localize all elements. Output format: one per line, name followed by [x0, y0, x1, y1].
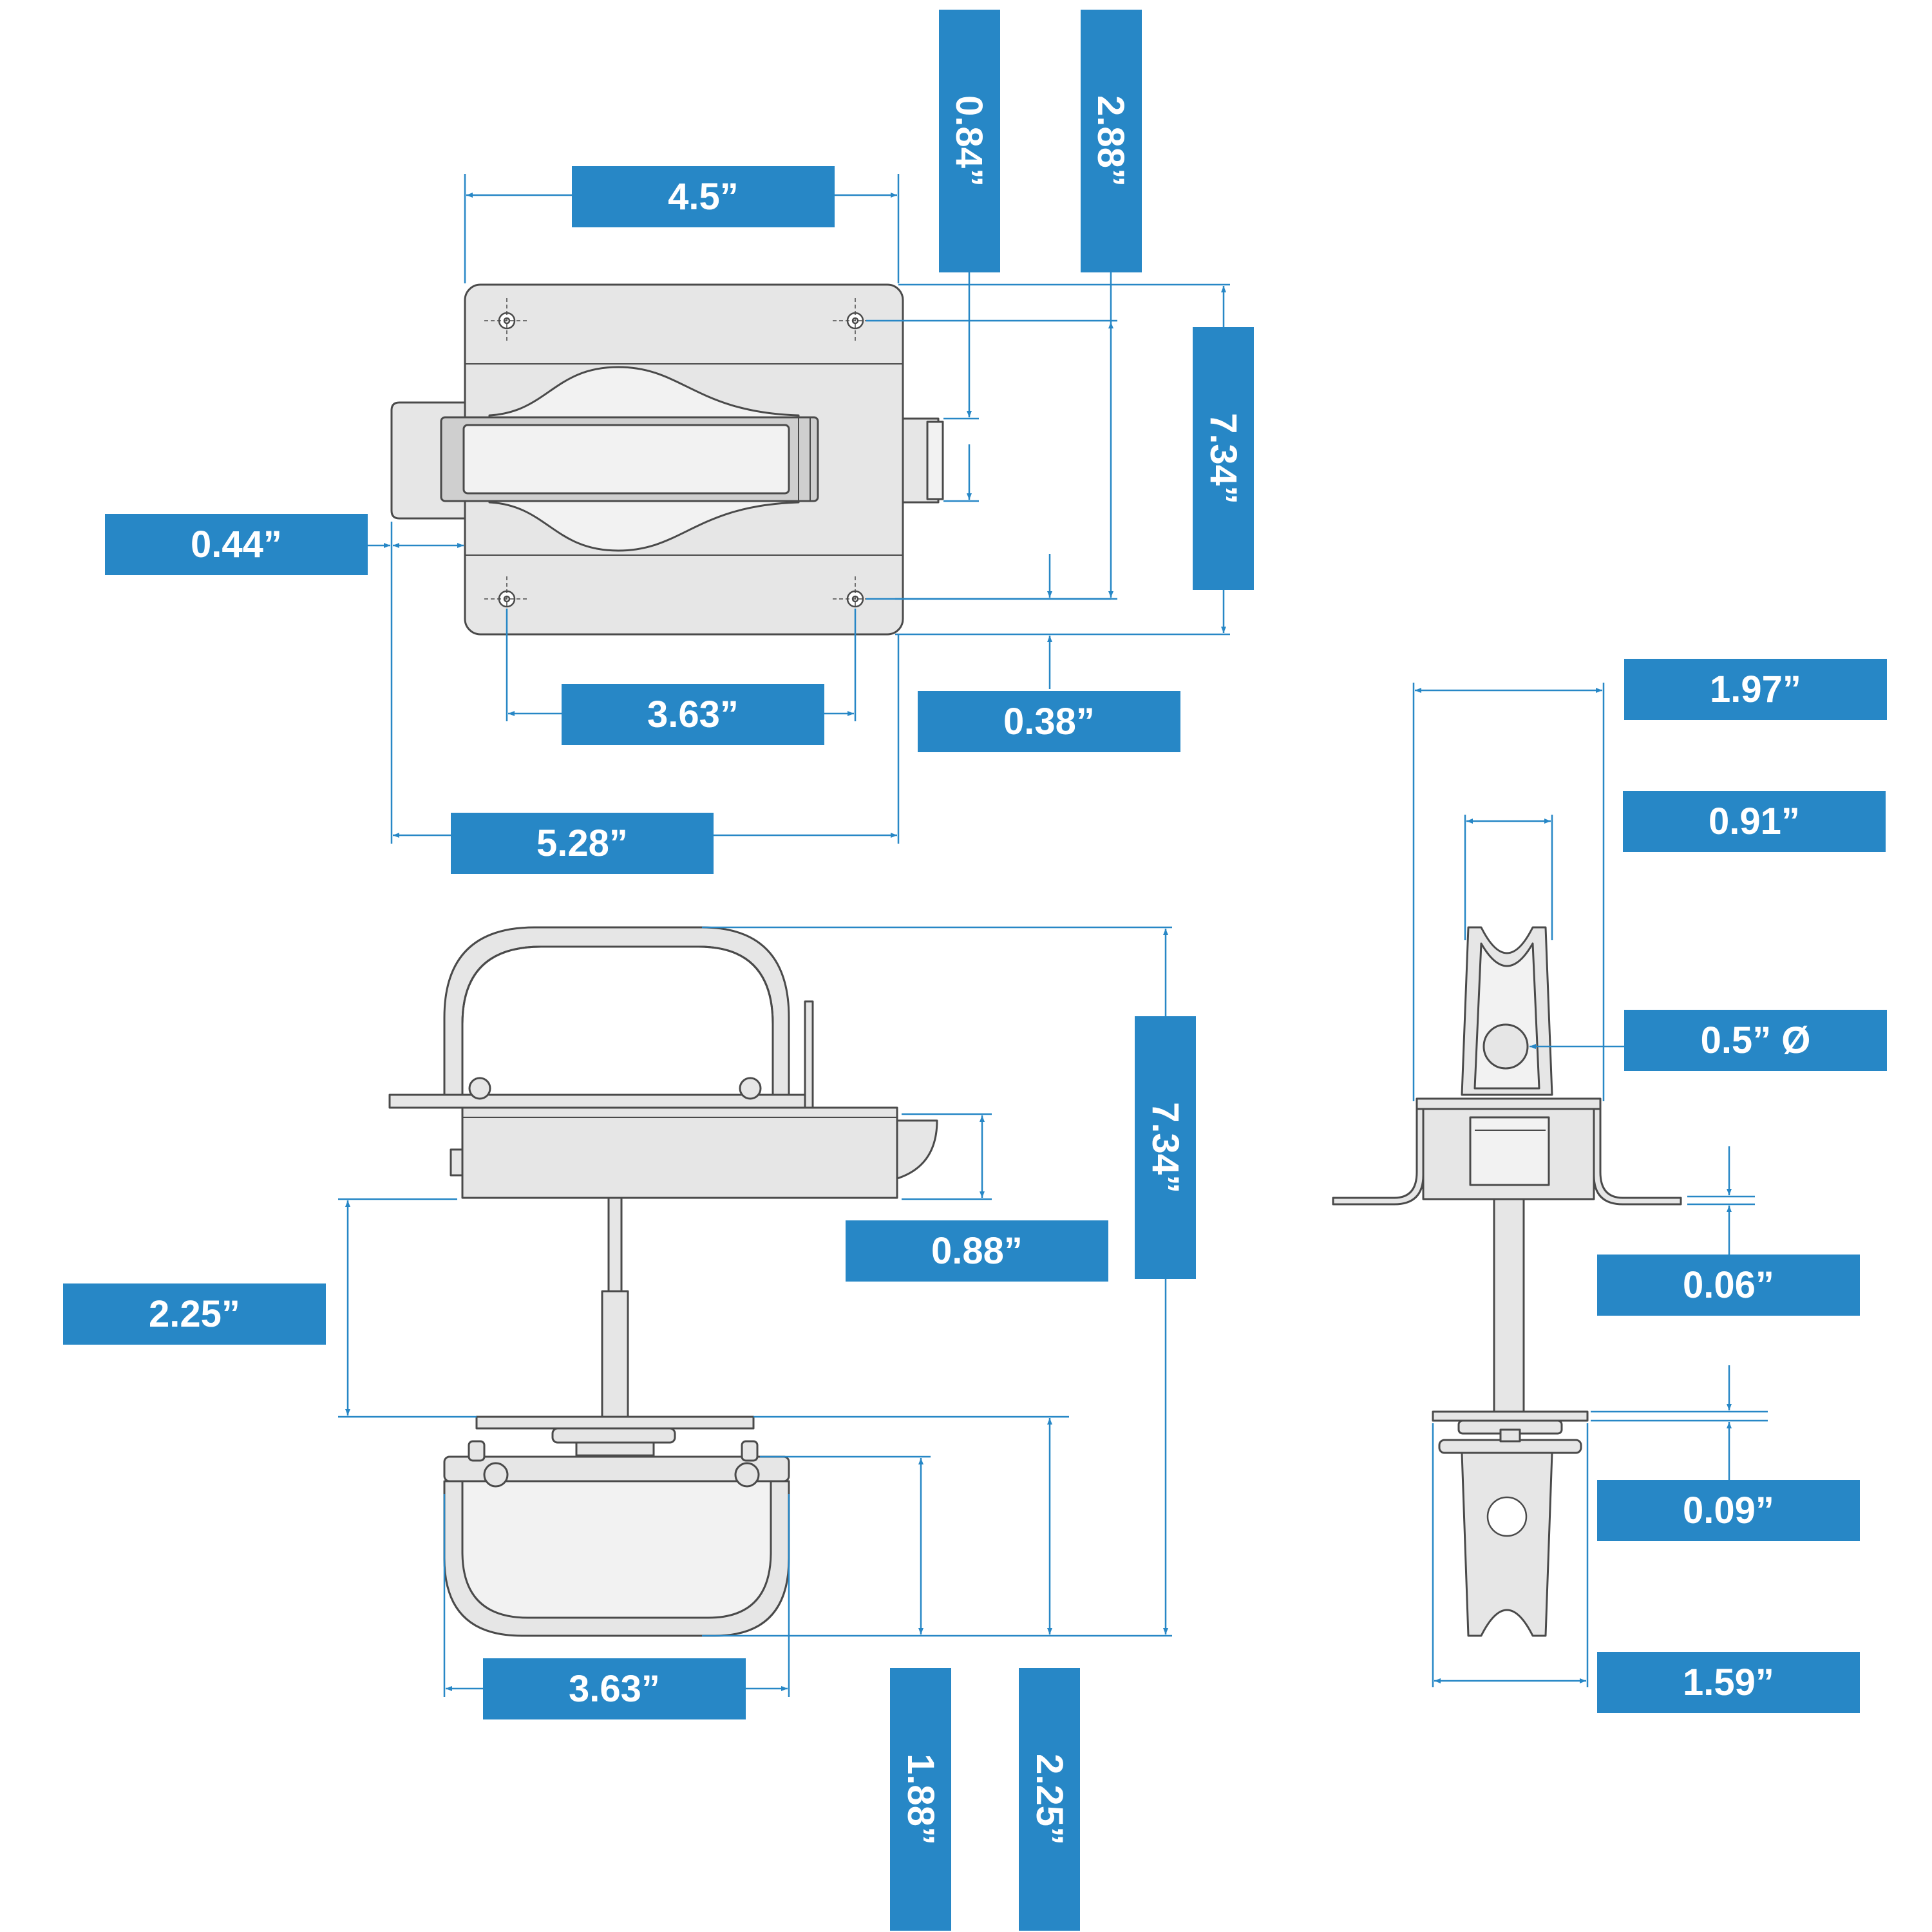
end-flange-right [1593, 1106, 1682, 1206]
label-text: 1.97” [1710, 668, 1801, 710]
side-base-plate [475, 1416, 755, 1430]
label-end-top-width: 1.97” [1624, 659, 1887, 720]
label-text: 3.63” [647, 694, 739, 735]
label-text: 3.63” [569, 1668, 660, 1710]
label-text: 0.84” [948, 95, 990, 187]
label-side-bottom-height: 1.88” [890, 1668, 951, 1931]
label-side-height: 7.34” [1135, 1016, 1196, 1279]
label-text: 0.91” [1709, 800, 1800, 842]
front-mount-hole-br [833, 576, 878, 621]
end-post [1493, 1198, 1525, 1413]
label-side-latch-depth: 0.88” [846, 1220, 1108, 1282]
front-mount-hole-tl [484, 298, 529, 343]
front-mount-hole-tr [833, 298, 878, 343]
label-text: 7.34” [1202, 413, 1244, 504]
front-view [390, 283, 944, 636]
side-post [607, 1197, 623, 1293]
label-text: 7.34” [1144, 1102, 1186, 1193]
label-front-overall-width: 5.28” [451, 813, 714, 874]
label-text: 2.25” [1028, 1754, 1070, 1845]
label-text: 1.59” [1683, 1662, 1774, 1703]
label-front-hole-vertical: 2.88” [1081, 10, 1142, 272]
side-view [388, 926, 938, 1637]
label-end-bottom-width: 1.59” [1597, 1652, 1860, 1713]
label-front-height: 7.34” [1193, 327, 1254, 590]
label-text: 2.88” [1090, 95, 1132, 187]
label-text: 5.28” [536, 822, 628, 864]
end-cap [1416, 1097, 1602, 1110]
label-side-bottom-width: 3.63” [483, 1658, 746, 1719]
label-side-post-gap: 2.25” [63, 1283, 326, 1345]
end-window [1469, 1116, 1550, 1186]
front-right-stub-inner [926, 421, 944, 500]
label-end-plate-thickness: 0.06” [1597, 1255, 1860, 1316]
label-text: 1.88” [900, 1754, 942, 1845]
label-text: 0.06” [1683, 1264, 1774, 1306]
side-latch [896, 1119, 938, 1180]
side-stub [450, 1148, 464, 1177]
label-text: 0.88” [931, 1230, 1023, 1272]
side-bottom-cap [443, 1455, 790, 1482]
end-view [1332, 926, 1682, 1637]
label-end-gap: 0.09” [1597, 1480, 1860, 1541]
front-mount-hole-bl [484, 576, 529, 621]
end-top-pin [1482, 1023, 1529, 1070]
front-handle-grip [462, 424, 790, 495]
label-end-roller-width: 0.91” [1623, 791, 1886, 852]
end-dimensions [1412, 683, 1768, 1687]
label-end-hole-diameter: 0.5” Ø [1624, 1010, 1887, 1071]
label-text: 2.25” [149, 1293, 240, 1335]
side-body [461, 1106, 898, 1199]
end-bottom-hole [1486, 1496, 1528, 1537]
label-front-latch-offset: 0.44” [105, 514, 368, 575]
end-flange-left [1332, 1106, 1425, 1206]
label-front-width: 4.5” [572, 166, 835, 227]
end-bottom-roller [1461, 1452, 1553, 1637]
label-side-bottom-total: 2.25” [1019, 1668, 1080, 1931]
label-front-latch-height: 0.84” [939, 10, 1000, 272]
label-front-hole-spacing: 3.63” [562, 684, 824, 745]
label-text: 0.38” [1003, 701, 1095, 743]
end-base-plate [1432, 1410, 1589, 1422]
label-front-bottom-hole-offset: 0.38” [918, 691, 1180, 752]
label-text: 4.5” [668, 176, 739, 218]
label-text: 0.44” [191, 524, 282, 565]
label-text: 0.5” Ø [1701, 1019, 1811, 1061]
side-post-lower [601, 1290, 629, 1418]
label-text: 0.09” [1683, 1490, 1774, 1531]
side-fin [804, 1000, 814, 1115]
